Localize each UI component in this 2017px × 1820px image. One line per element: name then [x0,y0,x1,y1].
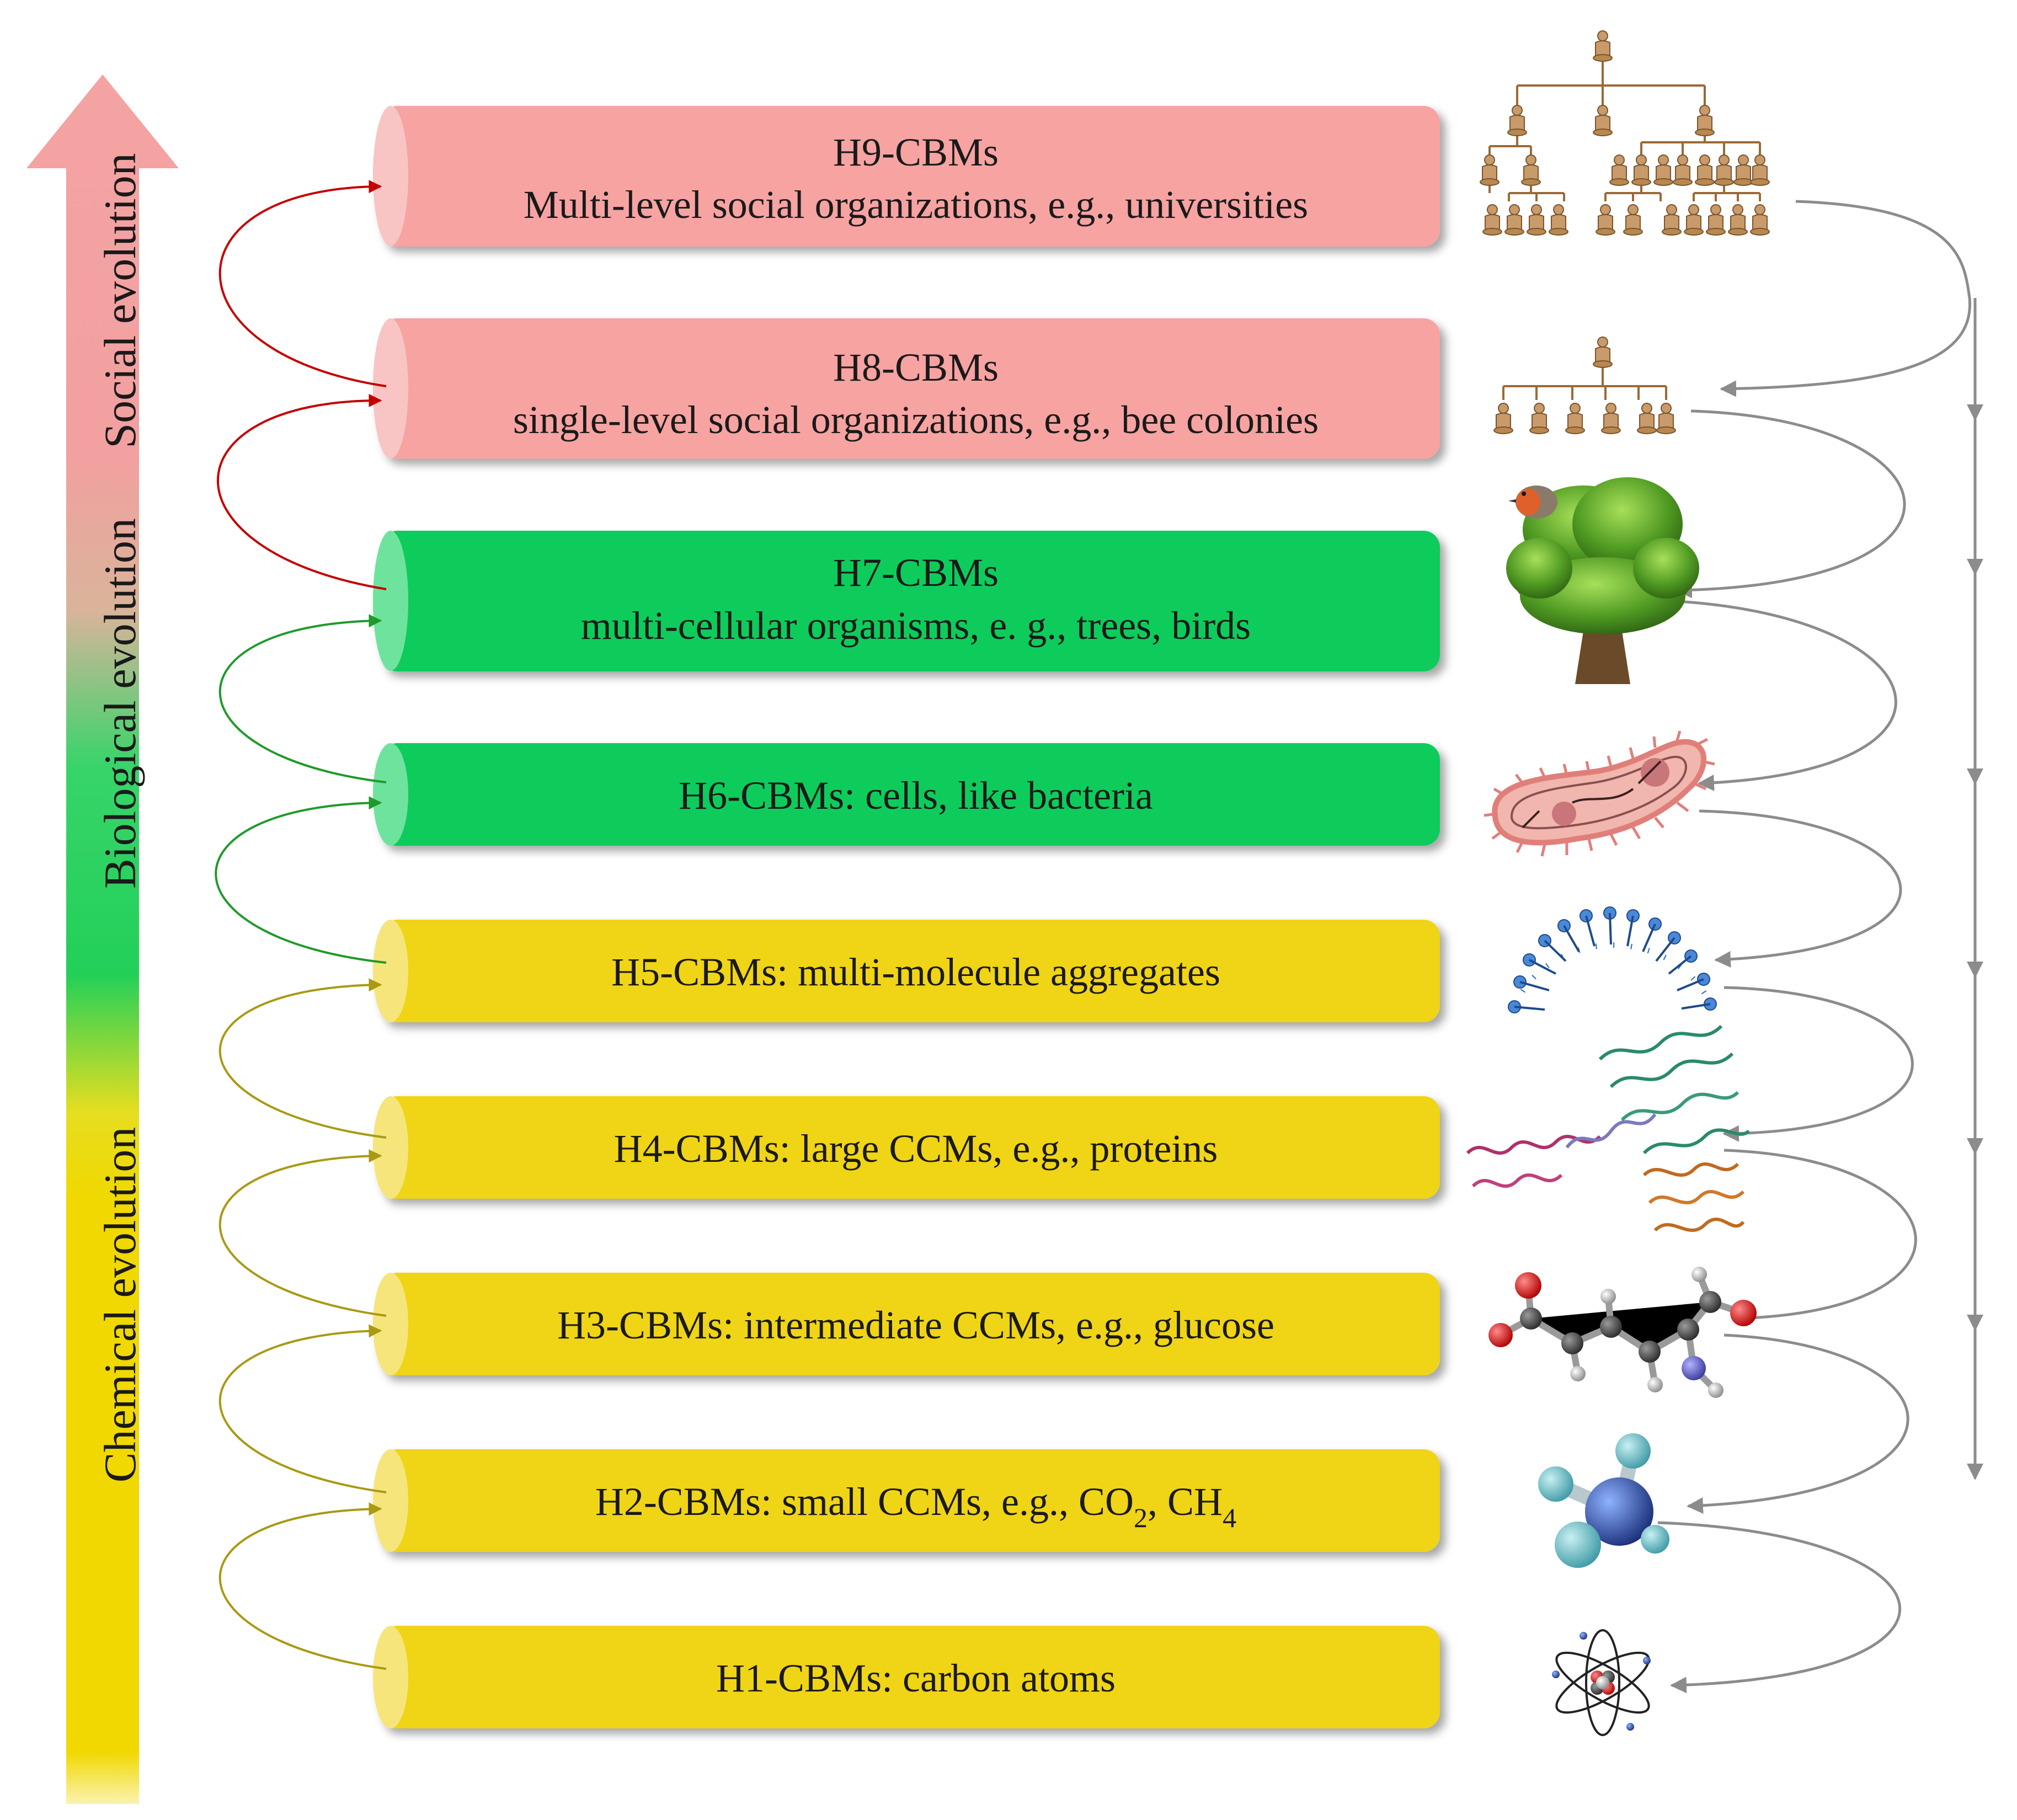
cylinder-h8 [373,318,1440,459]
cylinder-h6 [373,743,1440,846]
hierarchy-organization-icon [1480,30,1770,236]
h6-title: H6-CBMs: cells, like bacteria [679,773,1153,818]
cylinder-h1 [373,1626,1440,1728]
cylinder-h2 [373,1449,1440,1552]
lipid-aggregate-icon [1508,906,1717,1013]
cylinder-h5 [373,920,1440,1022]
h5-title: H5-CBMs: multi-molecule aggregates [611,950,1220,994]
social-evolution-label: Social evolution [95,153,145,448]
cylinder-h9 [373,106,1440,247]
cylinder-h3 [373,1273,1440,1375]
h8-title: H8-CBMs [833,345,999,389]
bacteria-cell-icon [1484,730,1715,857]
h1-title: H1-CBMs: carbon atoms [716,1656,1116,1700]
level-cylinders: H9-CBMs Multi-level social organizations… [373,106,1440,1728]
small-molecule-icon [1538,1433,1669,1568]
h8-desc: single-level social organizations, e.g.,… [513,398,1319,442]
h4-title: H4-CBMs: large CCMs, e.g., proteins [614,1127,1218,1171]
molecule-ball-stick-icon [1488,1267,1757,1398]
upward-transition-arrows [215,180,387,1670]
h3-title: H3-CBMs: intermediate CCMs, e.g., glucos… [557,1303,1274,1347]
evolution-arrow: Social evolution Biological evolution Ch… [26,74,179,1804]
cylinder-h7 [373,531,1440,671]
h7-title: H7-CBMs [833,551,999,595]
chemical-evolution-label: Chemical evolution [95,1127,145,1482]
tree-bird-icon [1506,477,1699,684]
biological-evolution-label: Biological evolution [95,518,145,889]
single-level-organization-icon [1493,337,1676,434]
h9-title: H9-CBMs [833,130,999,174]
carbon-atom-icon [1552,1629,1651,1736]
h2-title: H2-CBMs: small CCMs, e.g., CO2, CH4 [595,1480,1236,1533]
h7-desc: multi-cellular organisms, e. g., trees, … [581,604,1251,648]
h9-desc: Multi-level social organizations, e.g., … [524,183,1308,227]
protein-structure-icon [1466,1024,1751,1232]
downward-composition-arrows [1657,200,1983,1694]
cylinder-h4 [373,1096,1440,1199]
